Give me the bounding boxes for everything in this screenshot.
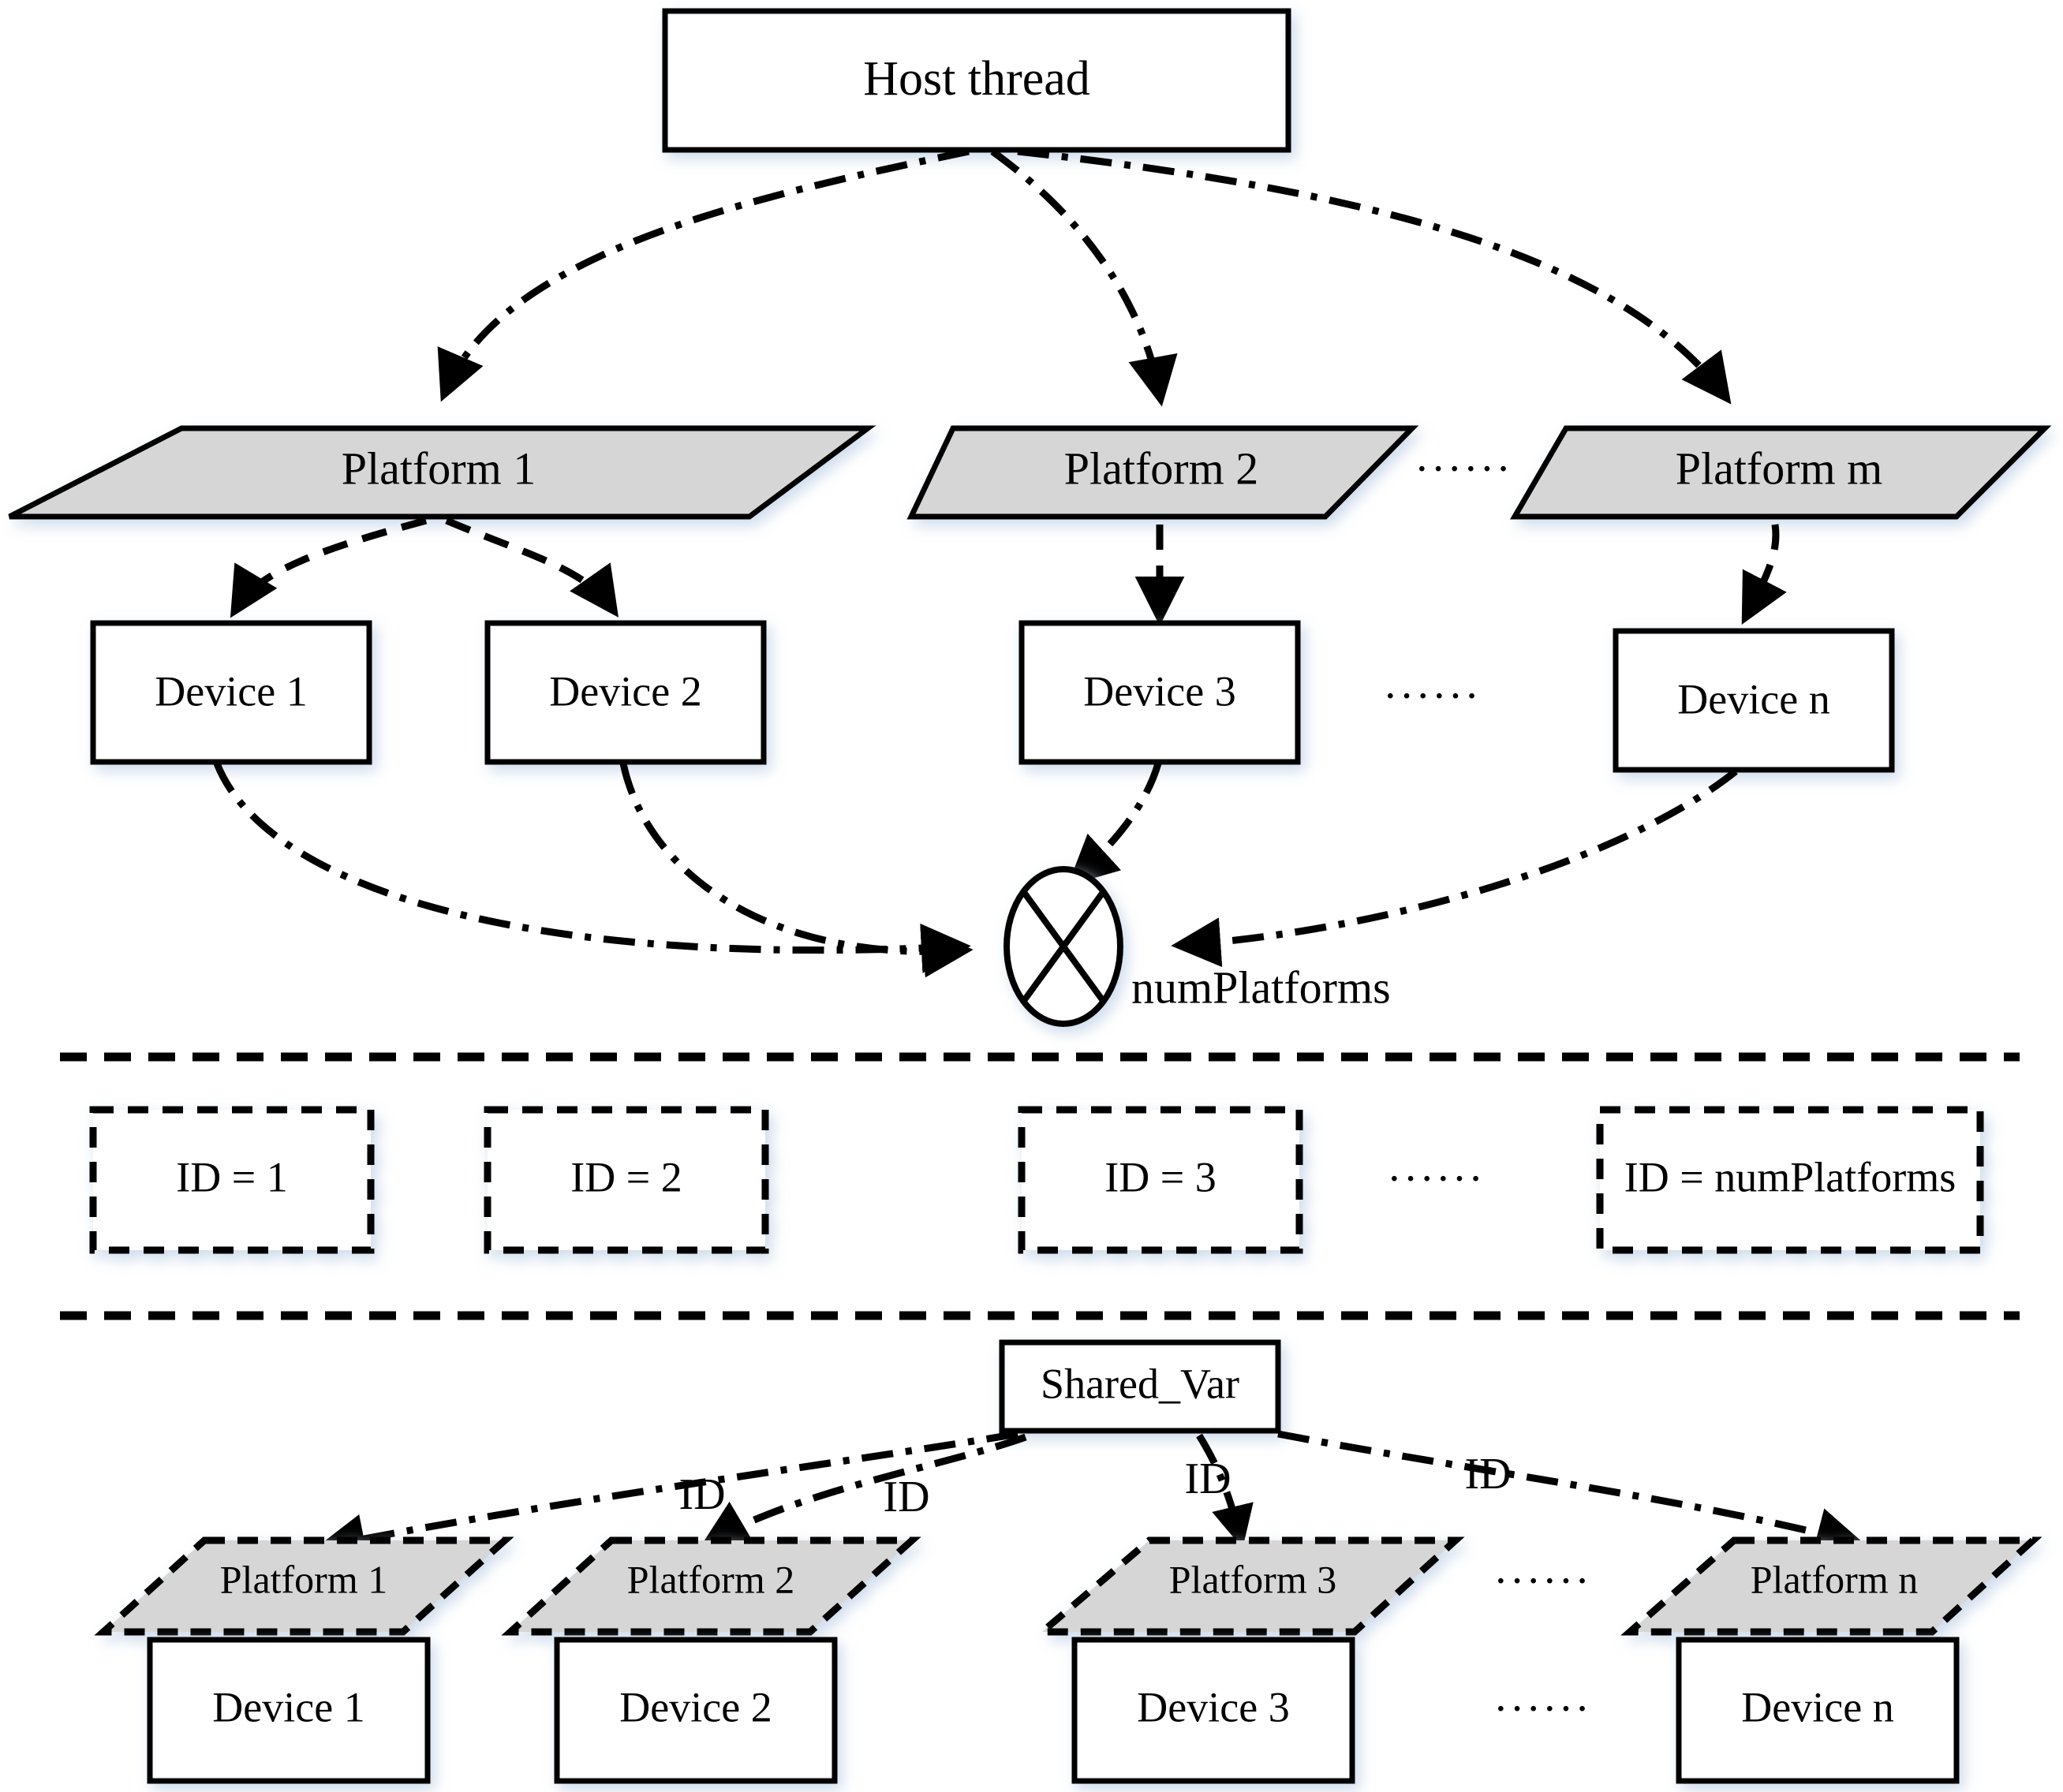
device-2-bottom-label: Device 2 — [619, 1683, 772, 1730]
device-3-bottom-label: Device 3 — [1137, 1683, 1289, 1730]
edge-platform1-to-device2 — [445, 517, 619, 618]
platform-1-top-node[interactable]: Platform 1 — [8, 425, 876, 520]
platform-2-bottom-shape — [501, 1536, 921, 1636]
edge-sharedvar-to-platform-3 — [1196, 1433, 1254, 1549]
platform-m-top-node[interactable]: Platform m — [1509, 425, 2052, 520]
platform-m-top-label: Platform m — [1676, 442, 1883, 494]
platform-1-top-label: Platform 1 — [342, 442, 536, 494]
edge-sharedvar-to-platform-n — [1277, 1430, 1867, 1557]
id-box-2-label: ID = 2 — [570, 1153, 682, 1200]
num-platforms-junction[interactable]: numPlatforms — [1003, 866, 1391, 1027]
device-3-bottom-box — [1071, 1637, 1355, 1784]
id-box-numplatforms-node[interactable]: ID = numPlatforms — [1596, 1106, 1984, 1254]
host-thread-box — [662, 8, 1291, 153]
platform-3-bottom-label: Platform 3 — [1169, 1557, 1336, 1601]
ellipsis-platform-bottom: ······ — [1493, 1557, 1591, 1606]
shared-var-node[interactable]: Shared_Var — [999, 1339, 1281, 1434]
device-2-top-node[interactable]: Device 2 — [484, 620, 767, 765]
device-1-bottom-box — [147, 1637, 431, 1784]
device-3-bottom-node[interactable]: Device 3 — [1071, 1637, 1355, 1784]
num-platforms-label: numPlatforms — [1131, 961, 1391, 1013]
edge-label-id-3: ID — [1184, 1454, 1231, 1503]
platform-n-bottom-shape — [1620, 1536, 2042, 1636]
ellipsis-platform-top: ······ — [1415, 445, 1512, 494]
id-box-2-node[interactable]: ID = 2 — [484, 1106, 769, 1254]
id-box-3-node[interactable]: ID = 3 — [1018, 1106, 1303, 1254]
device-1-top-box — [90, 620, 372, 765]
edge-sharedvar-to-platform-2 — [699, 1433, 1027, 1549]
platform-n-bottom-label: Platform n — [1751, 1557, 1918, 1601]
edge-host-to-platform-2 — [990, 148, 1178, 407]
edge-device3-to-junction — [1067, 762, 1162, 886]
edge-label-id-2: ID — [883, 1473, 929, 1521]
edge-label-id-4: ID — [1464, 1450, 1511, 1499]
id-box-1-node[interactable]: ID = 1 — [89, 1106, 375, 1254]
host-thread-label: Host thread — [863, 52, 1090, 106]
edge-devicen-to-junction — [1171, 768, 1738, 968]
id-box-1-label: ID = 1 — [176, 1153, 287, 1200]
device-1-bottom-label: Device 1 — [212, 1683, 364, 1730]
platform-2-top-label: Platform 2 — [1064, 442, 1258, 494]
edge-platformm-to-devicen — [1741, 524, 1787, 625]
device-n-bottom-node[interactable]: Device n — [1676, 1637, 1960, 1784]
device-2-top-box — [484, 620, 767, 765]
id-box-3-label: ID = 3 — [1104, 1153, 1216, 1200]
device-2-top-label: Device 2 — [549, 667, 701, 715]
edge-host-to-platform-1 — [437, 147, 970, 402]
id-box-1 — [89, 1106, 375, 1254]
platform-1-bottom-shape — [94, 1536, 514, 1636]
platform-3-bottom-shape — [1032, 1536, 1465, 1636]
host-thread-node[interactable]: Host thread — [662, 8, 1291, 153]
id-box-2 — [484, 1106, 769, 1254]
shared-var-label: Shared_Var — [1041, 1360, 1239, 1407]
shared-var-box — [999, 1339, 1281, 1434]
platform-1-bottom-label: Platform 1 — [220, 1557, 387, 1601]
edge-device2-to-junction — [619, 763, 974, 978]
platform-3-bottom-node[interactable]: Platform 3 — [1032, 1536, 1465, 1636]
platform-1-bottom-node[interactable]: Platform 1 — [94, 1536, 514, 1636]
id-box-numplatforms — [1596, 1106, 1984, 1254]
edge-platform1-to-device1 — [230, 517, 428, 618]
platform-m-top-shape — [1509, 425, 2052, 520]
device-1-top-label: Device 1 — [155, 667, 307, 715]
id-box-numplatforms-label: ID = numPlatforms — [1624, 1153, 1956, 1200]
ellipsis-device-top: ······ — [1383, 672, 1481, 721]
device-3-top-node[interactable]: Device 3 — [1018, 620, 1301, 765]
platform-1-top-shape — [8, 425, 876, 520]
edge-host-to-platform-m — [1017, 147, 1732, 405]
device-n-top-label: Device n — [1677, 675, 1829, 722]
platform-2-top-node[interactable]: Platform 2 — [906, 425, 1419, 520]
edge-sharedvar-to-platform-1 — [315, 1430, 1018, 1563]
device-2-bottom-node[interactable]: Device 2 — [554, 1637, 838, 1784]
device-n-bottom-box — [1676, 1637, 1960, 1784]
device-n-top-node[interactable]: Device n — [1613, 628, 1895, 773]
edge-label-id-1: ID — [678, 1470, 725, 1519]
device-3-top-box — [1018, 620, 1301, 765]
device-n-top-box — [1613, 628, 1895, 773]
platform-2-top-shape — [906, 425, 1419, 520]
ellipsis-device-bottom: ······ — [1493, 1685, 1591, 1734]
cross-circle-x-strokes — [1020, 889, 1107, 1004]
ellipsis-id-row: ······ — [1387, 1155, 1485, 1204]
device-1-bottom-node[interactable]: Device 1 — [147, 1637, 431, 1784]
device-3-top-label: Device 3 — [1083, 667, 1235, 715]
device-1-top-node[interactable]: Device 1 — [90, 620, 372, 765]
id-box-3 — [1018, 1106, 1303, 1254]
device-n-bottom-label: Device n — [1741, 1683, 1893, 1730]
device-2-bottom-box — [554, 1637, 838, 1784]
platform-n-bottom-node[interactable]: Platform n — [1620, 1536, 2042, 1636]
platform-2-bottom-node[interactable]: Platform 2 — [501, 1536, 921, 1636]
edge-device1-to-junction — [213, 762, 971, 973]
platform-2-bottom-label: Platform 2 — [627, 1557, 794, 1601]
